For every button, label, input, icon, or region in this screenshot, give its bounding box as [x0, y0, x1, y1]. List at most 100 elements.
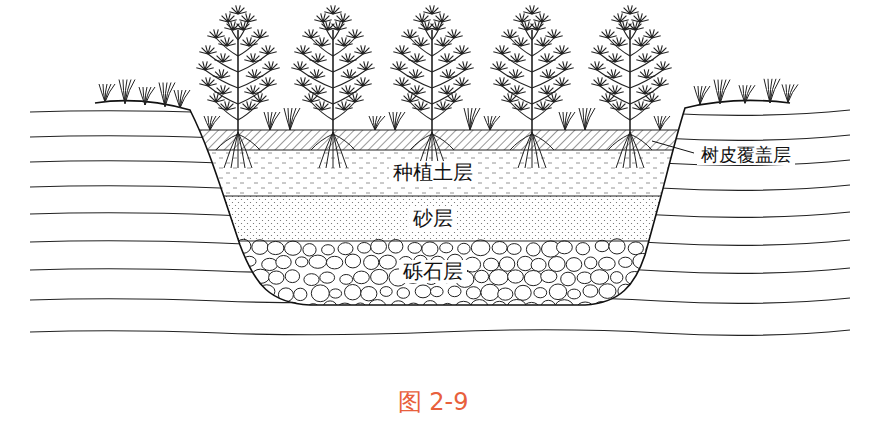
tree-branch [216, 38, 238, 56]
leaf [543, 108, 552, 110]
leaf [606, 93, 608, 102]
leaf [260, 36, 269, 38]
grass-blade [720, 80, 730, 104]
leaf [517, 92, 526, 94]
grass-blade [464, 108, 470, 130]
gravel-stone [234, 299, 252, 315]
leader-line [652, 141, 694, 153]
leaf [316, 53, 318, 62]
leaf [521, 44, 530, 46]
tree-branch [510, 38, 532, 56]
leaf [547, 60, 556, 62]
gravel-stone [371, 269, 388, 284]
gravel-stone [358, 243, 371, 254]
leaf [336, 21, 338, 30]
tree-branch [630, 54, 660, 72]
leaf [314, 69, 316, 78]
leaf [248, 20, 257, 22]
leaf [638, 13, 640, 22]
tree-branch [238, 102, 260, 120]
gravel-stone [577, 272, 592, 284]
leaf [236, 5, 238, 14]
leaf [258, 29, 260, 38]
tree-branch [410, 102, 432, 120]
leaf [206, 77, 208, 86]
leaf [221, 53, 223, 62]
leaf [226, 13, 228, 22]
leaf [445, 53, 447, 62]
gravel-stone [233, 270, 251, 285]
grass-blade [204, 116, 210, 130]
leaf [410, 36, 419, 38]
leaf [535, 21, 537, 30]
leaf [243, 28, 252, 30]
grass-blade [145, 87, 155, 105]
gravel-stone [507, 244, 521, 255]
tree-branch [303, 86, 333, 104]
leaf [344, 108, 353, 110]
leaf [410, 100, 419, 102]
leaf [508, 93, 510, 102]
grass-blade [788, 84, 798, 102]
gravel-stone [561, 272, 576, 286]
gravel-stone [245, 288, 257, 297]
leaf [214, 29, 216, 38]
tree-root [216, 134, 238, 150]
tree-root [630, 132, 631, 168]
leaf [425, 21, 427, 30]
leaf [650, 29, 652, 38]
gravel-stone [304, 274, 319, 286]
leaf [510, 100, 519, 102]
gravel-stone [371, 239, 387, 253]
leaf [231, 21, 233, 30]
tree-root [333, 132, 334, 168]
grass-blade [559, 112, 565, 130]
leaf [537, 28, 546, 30]
gravel-stone [369, 300, 386, 313]
leaf [309, 93, 311, 102]
leaf [663, 68, 672, 70]
leaf [253, 60, 262, 62]
grass-blade [484, 116, 490, 130]
leaf [446, 69, 448, 78]
grass-blade [770, 79, 780, 103]
leaf [322, 44, 331, 46]
trees [196, 5, 671, 132]
tree-branch [323, 22, 333, 40]
leaf [560, 45, 562, 54]
tree-branch [502, 54, 532, 72]
gravel-stone [499, 257, 514, 271]
gravel-stone [611, 272, 623, 284]
leaf [633, 21, 635, 30]
leaf [441, 37, 443, 46]
leaf [402, 52, 411, 54]
leaf [247, 37, 249, 46]
leaf [203, 61, 205, 70]
leaf [658, 77, 660, 86]
leaf [515, 85, 517, 94]
leaf [318, 92, 327, 94]
gravel-stone [364, 255, 379, 269]
leaf [647, 76, 656, 78]
gravel-stone [481, 284, 499, 300]
leaf [502, 52, 511, 54]
leaf [298, 61, 300, 70]
gravel-stone [651, 287, 670, 302]
leaf [225, 37, 227, 46]
tree-branch [630, 38, 652, 56]
tree-branch [502, 86, 532, 104]
leaf [660, 84, 669, 86]
leaf [311, 100, 320, 102]
leaf [251, 53, 253, 62]
tree-branch [333, 86, 363, 104]
leaf [430, 5, 432, 14]
gravel-stone [492, 242, 507, 255]
tree-root [238, 132, 239, 168]
gravel-stone [227, 287, 243, 299]
leaf [598, 77, 600, 86]
tree-branch [620, 22, 630, 40]
leaf [268, 84, 277, 86]
leaf [613, 53, 615, 62]
tree-branch [532, 38, 554, 56]
leaf [643, 85, 645, 94]
